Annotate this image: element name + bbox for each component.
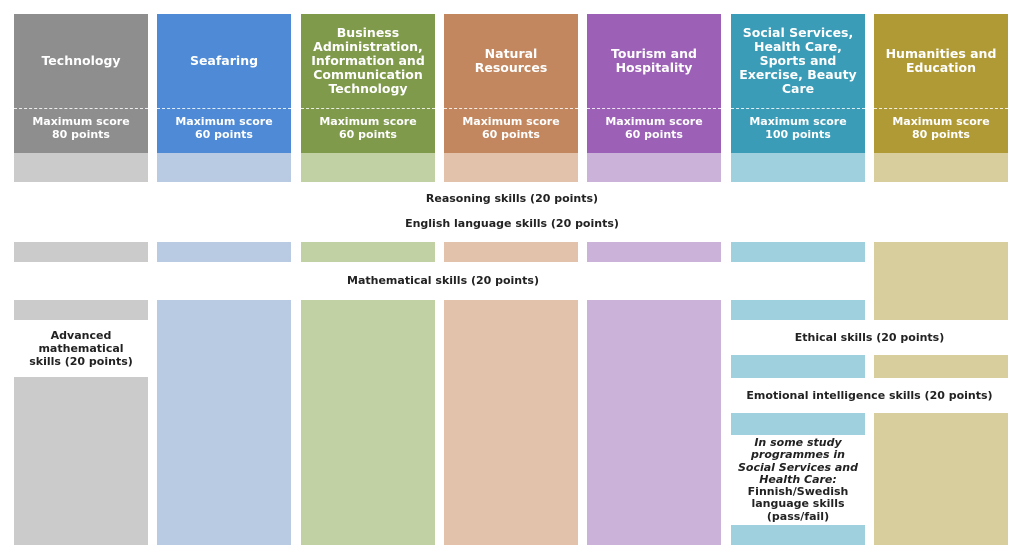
column-header-5: Social Services, Health Care, Sports and… [731, 14, 865, 153]
max-score-label: Maximum score [32, 115, 130, 128]
column-strip-0 [14, 153, 148, 182]
column-strip-mid-3 [444, 242, 578, 262]
max-score-points: 100 points [765, 128, 831, 141]
mathematical-skills-label: Mathematical skills (20 points) [347, 274, 539, 287]
humanities-block-lower [874, 413, 1008, 545]
column-title: Technology [41, 53, 121, 68]
column-strip-mid-5 [731, 242, 865, 262]
divider [874, 108, 1008, 109]
column-block-4 [587, 300, 721, 545]
max-score-label: Maximum score [749, 115, 847, 128]
column-strip-mid-2 [301, 242, 435, 262]
divider [444, 108, 578, 109]
max-score-label: Maximum score [175, 115, 273, 128]
max-score-label: Maximum score [605, 115, 703, 128]
max-score-label: Maximum score [892, 115, 990, 128]
humanities-block-mid [874, 355, 1008, 378]
column-strip-6 [874, 153, 1008, 182]
column-title: Social Services, Health Care, Sports and… [739, 25, 857, 96]
social-block-4 [731, 525, 865, 545]
column-strip-5 [731, 153, 865, 182]
max-score-points: 60 points [195, 128, 253, 141]
column-title: Business Administration, Information and… [311, 25, 425, 96]
divider [301, 108, 435, 109]
max-score-points: 80 points [52, 128, 110, 141]
max-score-label: Maximum score [319, 115, 417, 128]
social-block-2 [731, 355, 865, 378]
column-strip-2 [301, 153, 435, 182]
note-italic-text: In some study programmes in Social Servi… [737, 436, 859, 486]
divider [731, 108, 865, 109]
max-score-points: 60 points [482, 128, 540, 141]
emotional-intelligence-label: Emotional intelligence skills (20 points… [731, 378, 1008, 413]
reasoning-skills-label: Reasoning skills (20 points) [425, 192, 599, 205]
column-title: Seafaring [189, 53, 259, 68]
ethical-skills-label: Ethical skills (20 points) [731, 320, 1008, 355]
language-skills-note: In some study programmes in Social Servi… [731, 436, 865, 525]
column-strip-3 [444, 153, 578, 182]
divider [14, 108, 148, 109]
column-strip-1 [157, 153, 291, 182]
column-title: Humanities and Education [885, 46, 997, 75]
column-block-2 [301, 300, 435, 545]
column-strip-mid-1 [157, 242, 291, 262]
column-title: Natural Resources [474, 46, 548, 75]
max-score-label: Maximum score [462, 115, 560, 128]
advanced-math-skills-label: Advanced mathematical skills (20 points) [14, 320, 148, 377]
column-strip-4 [587, 153, 721, 182]
column-strip-mid-0 [14, 242, 148, 262]
column-block-3 [444, 300, 578, 545]
max-score-points: 60 points [339, 128, 397, 141]
max-score-points: 60 points [625, 128, 683, 141]
divider [587, 108, 721, 109]
column-title: Tourism and Hospitality [611, 46, 697, 75]
column-block-1 [157, 300, 291, 545]
english-skills-label: English language skills (20 points) [405, 217, 619, 230]
column-strip-mid-4 [587, 242, 721, 262]
technology-block-upper [14, 300, 148, 320]
column-header-2: Business Administration, Information and… [301, 14, 435, 153]
humanities-block-upper [874, 242, 1008, 320]
max-score-points: 80 points [912, 128, 970, 141]
divider [157, 108, 291, 109]
note-plain-text: Finnish/Swedish language skills (pass/fa… [747, 485, 849, 523]
social-block-3 [731, 413, 865, 435]
technology-block-lower [14, 377, 148, 545]
social-block-1 [731, 300, 865, 320]
